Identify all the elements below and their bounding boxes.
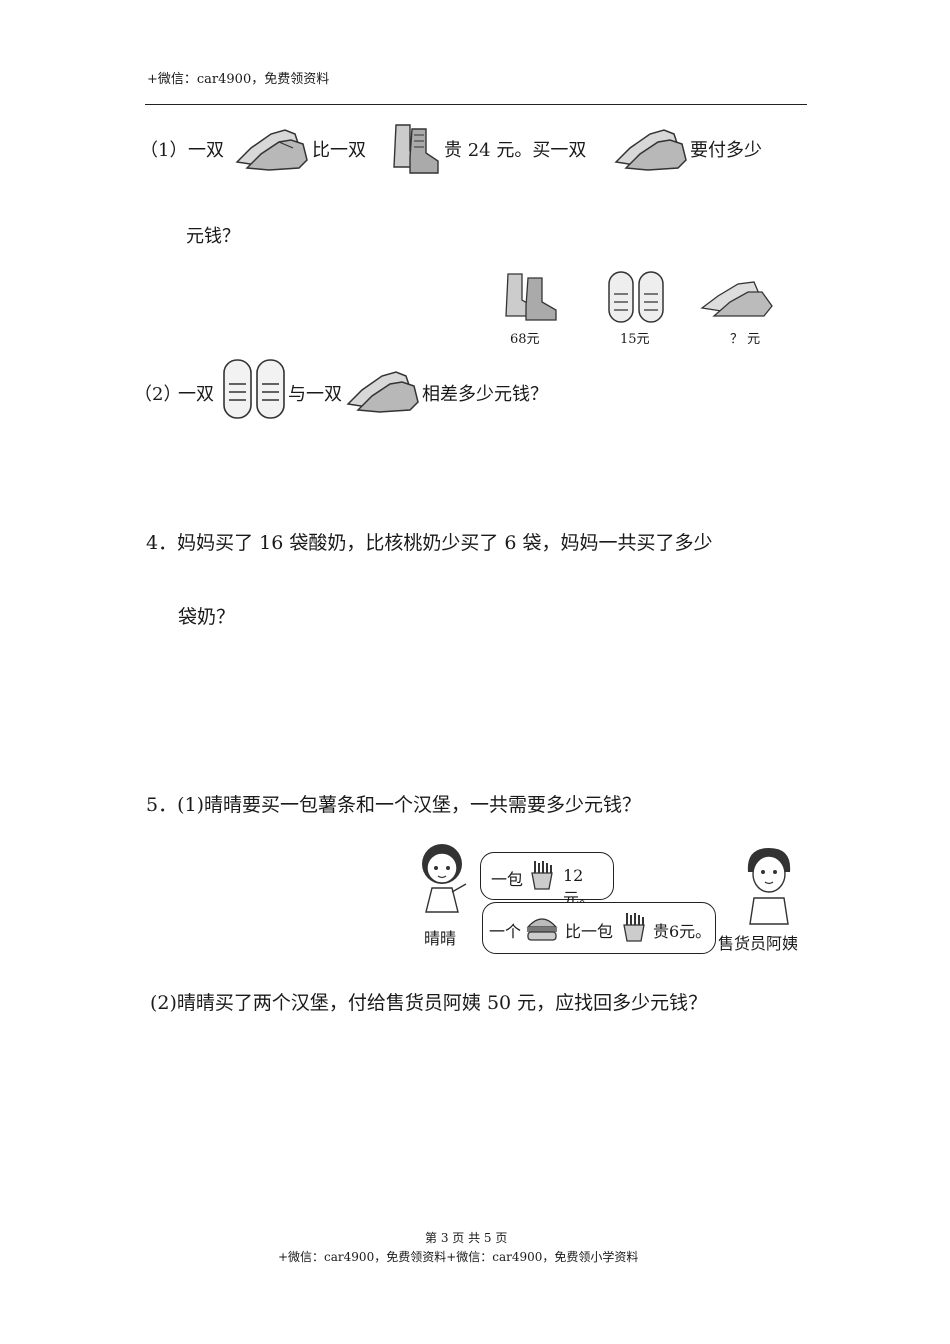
price-sneakers: 15元 — [620, 332, 650, 347]
sneakers-icon — [605, 270, 667, 324]
bubble2-text-c: 贵6元。 — [653, 922, 712, 941]
header-divider — [145, 104, 807, 105]
q3-1-number: （1） — [140, 140, 188, 161]
q3-1-text-a: 一双 — [188, 140, 224, 161]
girl-label: 晴晴 — [424, 929, 457, 948]
sneakers-icon — [220, 358, 288, 420]
q3-2-text-c: 相差多少元钱？ — [422, 384, 548, 405]
price-boots: 68元 — [510, 332, 540, 347]
q3-2-text-b: 与一双 — [288, 384, 342, 405]
bubble2-text-b: 比一包 — [565, 922, 614, 941]
boots-icon — [392, 121, 442, 175]
speech-bubble-fries: 一包 12元。 — [480, 852, 614, 908]
fries-icon — [529, 859, 555, 891]
fries-icon — [621, 911, 647, 943]
q4-text-line2: 袋奶？ — [178, 606, 236, 628]
bubble2-text-a: 一个 — [489, 922, 522, 941]
q3-1-text-line2: 元钱？ — [186, 226, 240, 247]
q3-2-number: （2） — [134, 384, 182, 405]
price-strip: 68元 15元 ？ 元 — [500, 270, 778, 347]
bubble1-text-a: 一包 — [491, 870, 524, 889]
leather-shoes-icon — [233, 122, 311, 172]
speech-bubble-burger: 一个 比一包 贵6元。 — [482, 902, 716, 954]
boots-icon — [502, 272, 562, 322]
page-number: 第 3 页 共 5 页 — [425, 1231, 508, 1245]
q5-1-text: 5．(1)晴晴要买一包薯条和一个汉堡，一共需要多少元钱？ — [146, 794, 642, 816]
clerk-label: 售货员阿姨 — [718, 934, 799, 953]
q3-1-text-c: 贵 24 元。买一双 — [444, 140, 587, 161]
page-header-text: +微信：car4900，免费领资料 — [147, 72, 330, 87]
q3-2-text-a: 一双 — [178, 384, 214, 405]
leather-shoes-icon — [700, 276, 776, 318]
girl-qingqing-illustration — [410, 840, 474, 918]
q5-2-text: (2)晴晴买了两个汉堡，付给售货员阿姨 50 元，应找回多少元钱？ — [150, 992, 708, 1014]
footer-text: +微信：car4900，免费领资料+微信：car4900，免费领小学资料 — [278, 1250, 639, 1264]
leather-shoes-icon — [612, 122, 690, 172]
q4-text-line1: 4．妈妈买了 16 袋酸奶，比核桃奶少买了 6 袋，妈妈一共买了多少 — [146, 532, 713, 554]
price-shoes: ？ 元 — [730, 332, 761, 347]
hamburger-icon — [525, 913, 559, 943]
leather-shoes-icon — [344, 364, 422, 414]
q3-1-text-d: 要付多少 — [690, 140, 762, 161]
q3-1-text-b: 比一双 — [312, 140, 366, 161]
clerk-illustration — [736, 842, 802, 926]
